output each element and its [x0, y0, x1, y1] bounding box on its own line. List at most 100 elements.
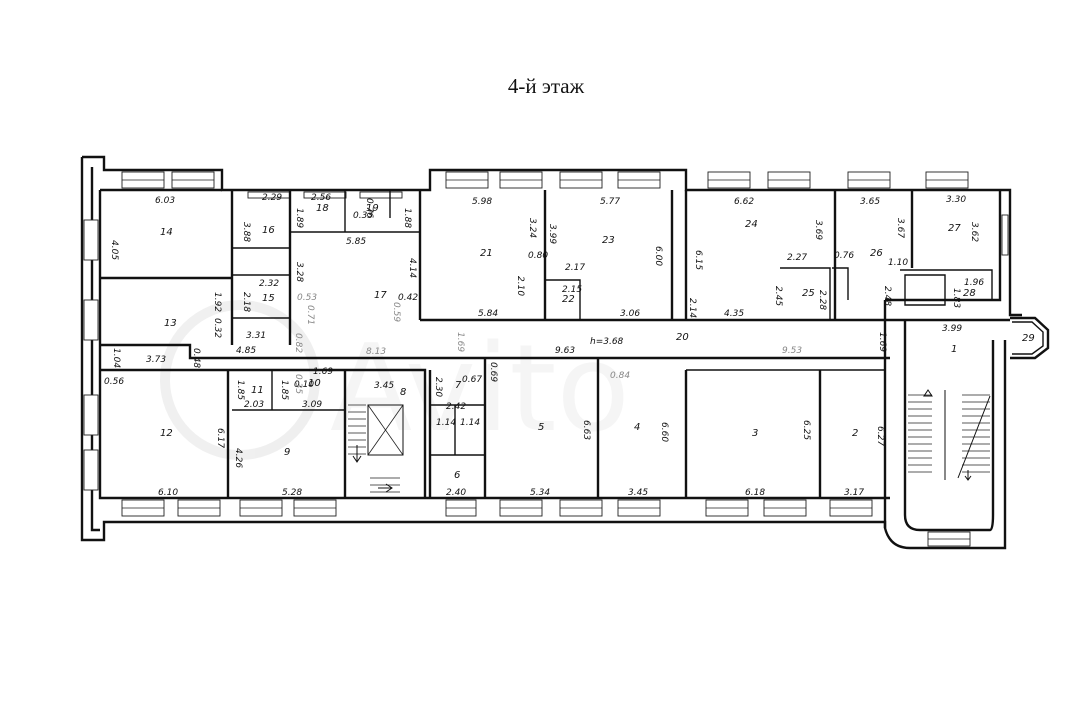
dimension-label: 0.80	[528, 251, 548, 261]
interior-walls	[100, 190, 1010, 498]
dimension-label: 5.98	[472, 197, 492, 207]
dimension-label: 0.59	[391, 302, 401, 322]
windows-side	[83, 214, 1009, 491]
dimension-label: 1.85	[235, 380, 245, 400]
dimension-label: 2.48	[882, 286, 892, 306]
dimension-label: 4.14	[407, 258, 417, 278]
dimension-label: 1.69	[455, 332, 465, 352]
dimension-label: 9.63	[555, 346, 575, 356]
room-label: 8	[400, 387, 406, 398]
dimension-label: 5.34	[530, 488, 550, 498]
room-label: 21	[480, 248, 493, 259]
dimension-label: 0.76	[364, 198, 374, 218]
dimension-label: 3.65	[860, 197, 880, 207]
dimension-label: 1.14	[436, 418, 456, 428]
dimension-label: 0.33	[353, 211, 373, 221]
room-label: 22	[562, 294, 575, 305]
dimension-label: 1.96	[964, 278, 984, 288]
dimension-label: 6.15	[693, 250, 703, 270]
dimension-label: 1.04	[111, 348, 121, 368]
room-label: 14	[160, 227, 173, 238]
dimension-label: 2.28	[817, 290, 827, 310]
dimension-label: 1.14	[460, 418, 480, 428]
dimension-label: 6.63	[581, 420, 591, 440]
room-label: 5	[538, 422, 544, 433]
dimension-label: 1.83	[951, 288, 961, 308]
dimension-label: 3.99	[547, 224, 557, 244]
dimension-label: 0.53	[297, 293, 317, 303]
dimension-label: 0.69	[488, 362, 498, 382]
dimension-label: 5.28	[282, 488, 302, 498]
room-label: 1	[951, 344, 957, 355]
windows-top	[121, 171, 969, 199]
dimension-label: 1.92	[212, 292, 222, 312]
stairwell-8	[348, 404, 404, 493]
dimension-label: 8.13	[366, 347, 386, 357]
dimension-label: 1.69	[877, 332, 887, 352]
dimension-label: 0.48	[191, 348, 201, 368]
dimension-label: 2.40	[446, 488, 466, 498]
dimension-label: 2.17	[565, 263, 585, 273]
room-label: 6	[454, 470, 460, 481]
room-labels: 1 2 3 4 5 6 7 8 9 10 11 12 13 14 15 16 1…	[160, 203, 1035, 481]
room-label: 3	[752, 428, 758, 439]
dimension-label: 2.30	[433, 377, 443, 397]
dimension-label: 0.82	[293, 333, 303, 353]
dimension-label: 3.06	[620, 309, 640, 319]
dimension-label: 2.45	[773, 286, 783, 306]
room-label: 23	[602, 235, 615, 246]
dimension-label: 0.67	[462, 375, 482, 385]
dimension-label: 3.31	[246, 331, 266, 341]
dimension-label: 4.05	[109, 240, 119, 260]
room-label: 24	[745, 219, 758, 230]
room-label: 17	[374, 290, 387, 301]
room-label: 7	[455, 380, 462, 391]
svg-text:Avito: Avito	[330, 320, 630, 459]
windows-bottom	[121, 499, 971, 547]
dimension-label: 6.00	[653, 246, 663, 266]
dimension-label: 6.27	[875, 426, 885, 446]
dimension-label: 2.29	[262, 193, 282, 203]
dimension-label: 3.62	[969, 222, 979, 242]
room-label: 9	[284, 447, 290, 458]
room-label: 27	[948, 223, 961, 234]
room-label: 19	[366, 203, 379, 214]
dimension-label: 2.56	[311, 193, 331, 203]
dimension-label: 0.76	[834, 251, 854, 261]
room-label: 18	[316, 203, 329, 214]
watermark: Avito	[160, 300, 630, 460]
dimension-label: 4.85	[236, 346, 256, 356]
room-label: 15	[262, 293, 275, 304]
dimension-label: 0.10	[294, 380, 314, 390]
dimension-label: 1.10	[888, 258, 908, 268]
dimension-label: 5.77	[600, 197, 620, 207]
dimension-label: 6.60	[659, 422, 669, 442]
dimension-label: h=3.68	[590, 337, 624, 347]
dimension-label: 3.88	[241, 222, 251, 242]
dimension-label: 6.25	[801, 420, 811, 440]
stairwell-1	[908, 389, 991, 481]
dimension-label: 0.32	[212, 318, 222, 338]
dimension-label: 3.67	[895, 218, 905, 238]
dimension-label: 3.99	[942, 324, 962, 334]
room-label: 13	[164, 318, 177, 329]
room-label: 2	[852, 428, 858, 439]
room-label: 28	[963, 288, 976, 299]
dimension-label: 0.42	[398, 293, 418, 303]
dimension-label: 2.18	[241, 292, 251, 312]
dimension-label: 3.17	[844, 488, 864, 498]
dimension-label: 0.35	[293, 374, 303, 394]
dimension-label: 3.24	[527, 218, 537, 238]
room-label: 26	[870, 248, 883, 259]
room-label: 10	[308, 378, 321, 389]
dimension-label: 5.84	[478, 309, 498, 319]
dimension-label: 3.69	[813, 220, 823, 240]
dimension-label: 1.69	[313, 367, 333, 377]
room-label: 20	[676, 332, 689, 343]
dimension-label: 6.18	[745, 488, 765, 498]
dimension-label: 1.89	[294, 208, 304, 228]
dimension-label: 2.42	[446, 402, 466, 412]
dimension-label: 2.15	[562, 285, 582, 295]
dimension-label: 2.14	[687, 298, 697, 318]
